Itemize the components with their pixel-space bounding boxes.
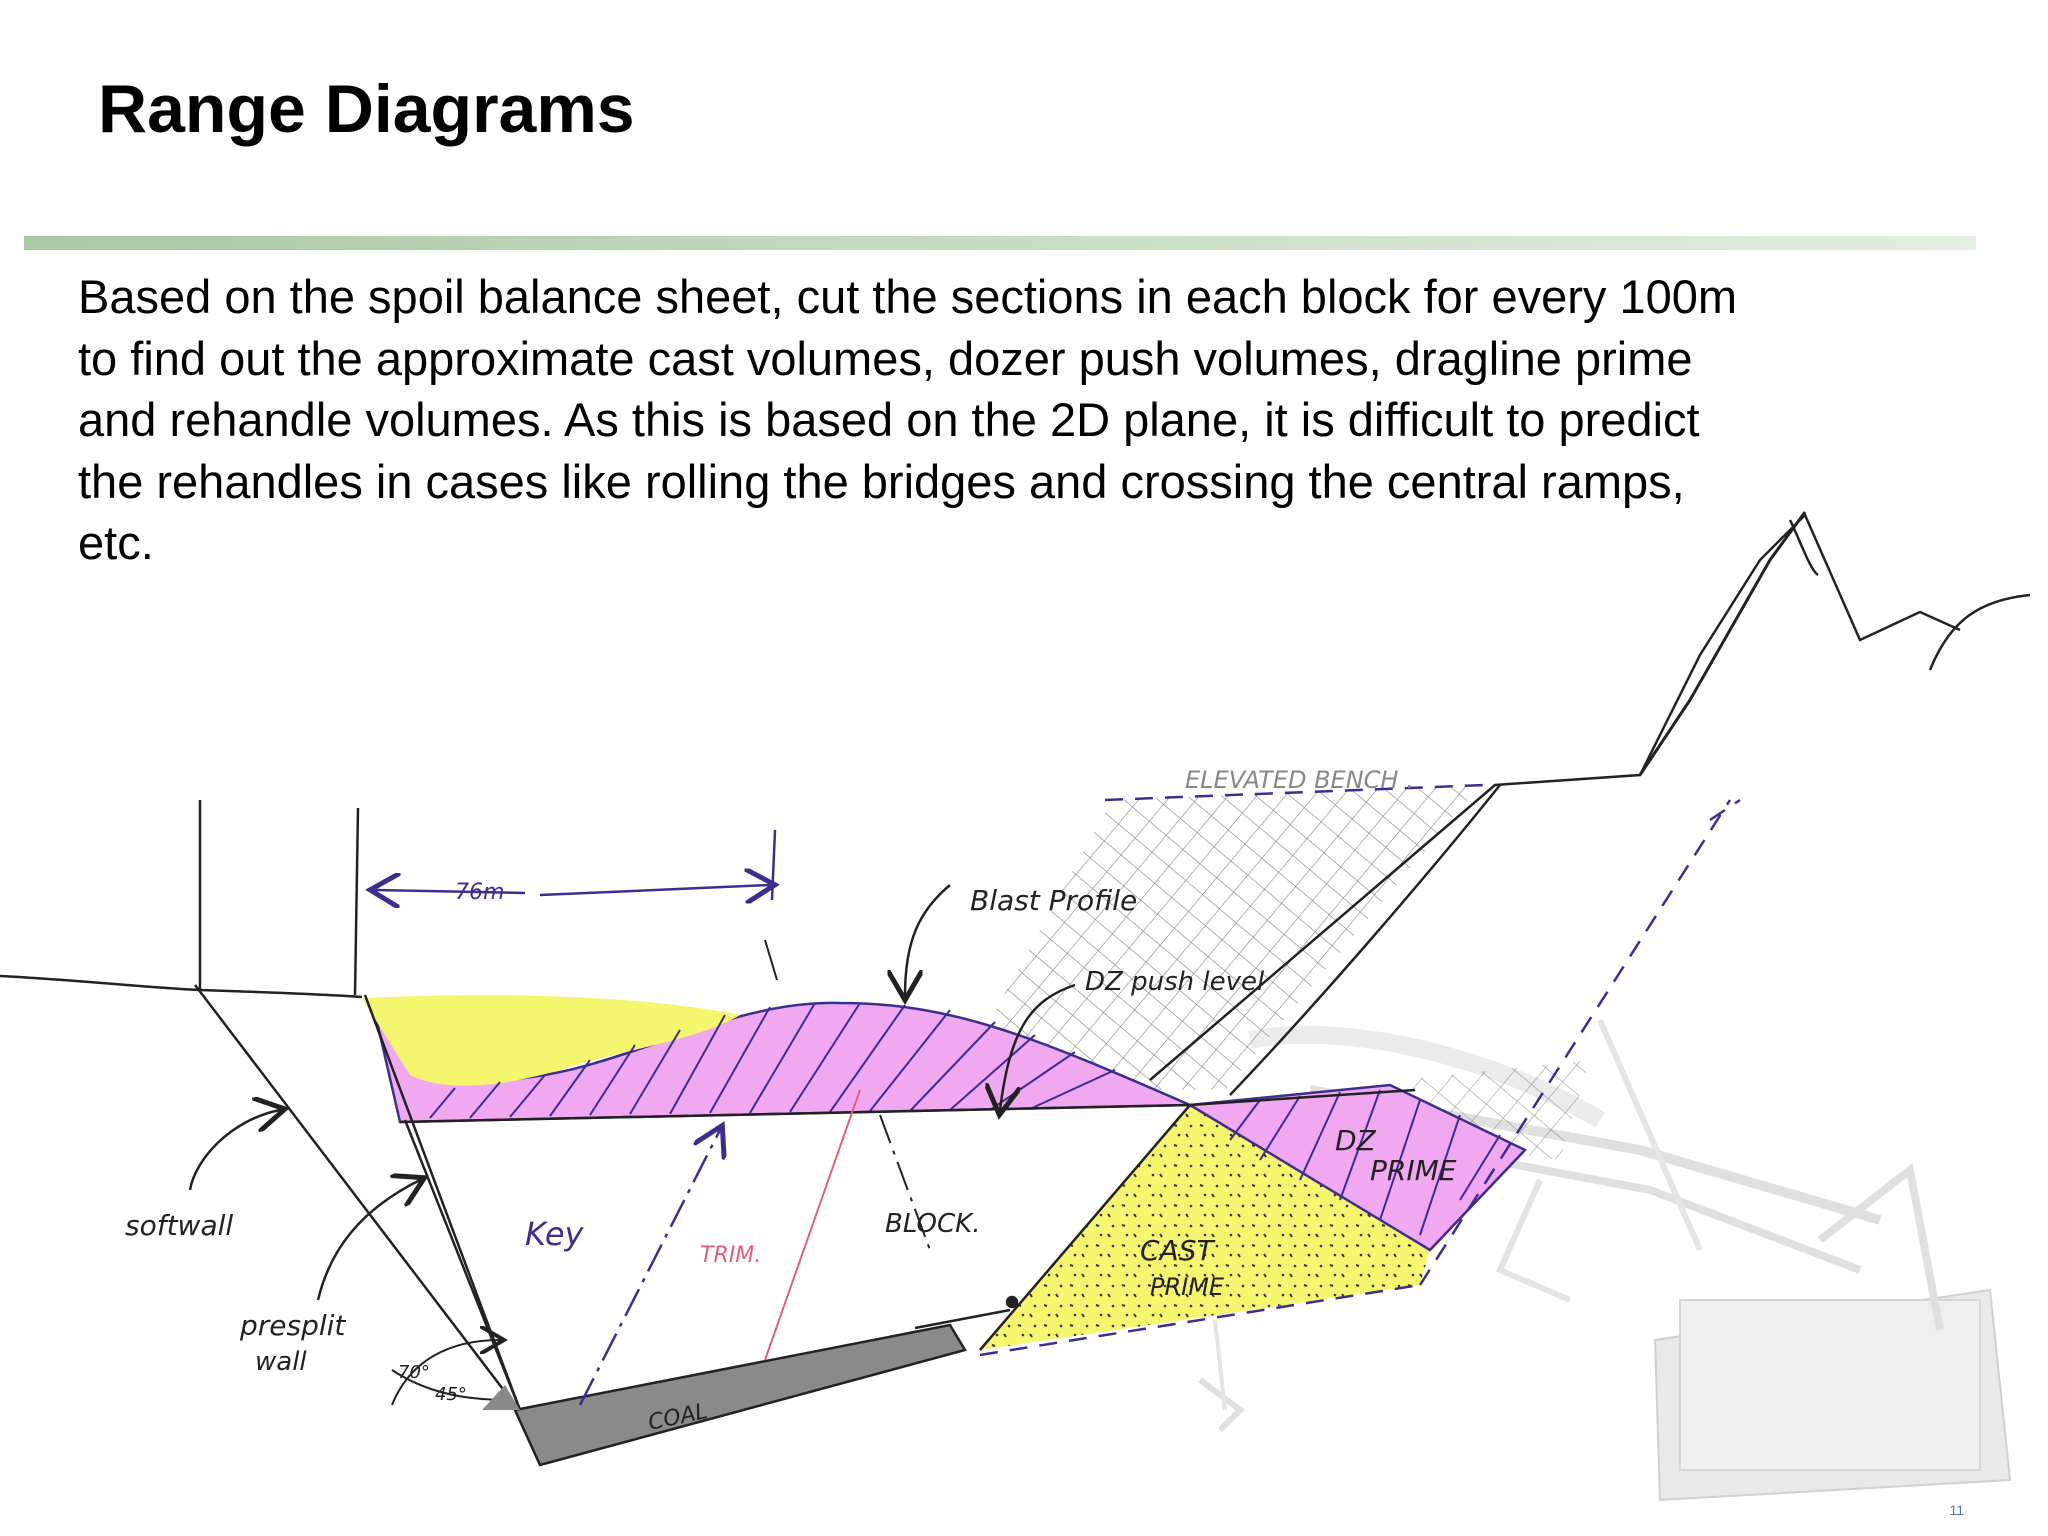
dz-prime-region xyxy=(1186,1083,1528,1252)
dz-push-level-label: DZ push level xyxy=(1085,967,1265,997)
trim-label: TRIM. xyxy=(700,1243,761,1268)
title-divider xyxy=(24,236,1976,250)
key-label: Key xyxy=(525,1215,585,1253)
cast-volume-region xyxy=(362,995,740,1086)
softwall-leader xyxy=(188,1110,280,1191)
pit-outline xyxy=(0,512,2031,1411)
blast-profile-label: Blast Profile xyxy=(970,884,1137,917)
trim-line xyxy=(764,1089,861,1361)
width-dimension-arrow-right xyxy=(539,885,770,895)
block-line xyxy=(879,1114,931,1251)
elevated-bench-hatch xyxy=(990,785,1590,1160)
dz-prime-label-top: DZ xyxy=(1335,1124,1377,1157)
presplit-label-bottom: wall xyxy=(255,1347,307,1377)
key-trim-line xyxy=(578,1130,720,1406)
page-number: 11 xyxy=(1949,1502,1964,1518)
angle-arc-outer xyxy=(391,1340,500,1406)
blast-hatch-lines xyxy=(429,1002,1501,1236)
cast-prime-label-bottom: PRIME xyxy=(1150,1273,1225,1301)
elevated-bench-label: ELEVATED BENCH . xyxy=(1185,766,1414,794)
presplit-leader xyxy=(316,1180,420,1301)
angle-70-label: 70° xyxy=(398,1362,430,1383)
softwall-label: softwall xyxy=(125,1209,233,1242)
body-line: to find out the approximate cast volumes… xyxy=(78,331,1693,385)
angle-45-label: 45° xyxy=(435,1384,467,1405)
body-line: etc. xyxy=(78,516,154,569)
dz-push-leader xyxy=(1000,983,1076,1110)
width-dimension-arrow xyxy=(375,890,526,893)
cast-prime-label-top: CAST xyxy=(1140,1234,1215,1267)
key-edge-line xyxy=(764,939,778,981)
highwall-ridge xyxy=(1638,511,1807,776)
body-line: the rehandles in cases like rolling the … xyxy=(78,454,1685,508)
dashed-guides xyxy=(979,783,1741,1357)
body-paragraph: Based on the spoil balance sheet, cut th… xyxy=(78,266,1938,574)
cast-prime-region xyxy=(980,1105,1430,1350)
angle-wedge xyxy=(482,1385,520,1410)
body-line: and rehandle volumes. As this is based o… xyxy=(78,393,1700,446)
presplit-label-top: presplit xyxy=(239,1309,346,1342)
body-line: Based on the spoil balance sheet, cut th… xyxy=(78,270,1738,323)
width-dimension-tick xyxy=(770,829,777,901)
width-label: 76m xyxy=(455,880,504,905)
blast-profile-leader xyxy=(905,884,951,995)
slide-title: Range Diagrams xyxy=(98,71,635,147)
block-label: BLOCK. xyxy=(885,1209,980,1239)
coal-seam xyxy=(513,1323,967,1467)
dz-prime-label-bottom: PRIME xyxy=(1370,1154,1457,1187)
